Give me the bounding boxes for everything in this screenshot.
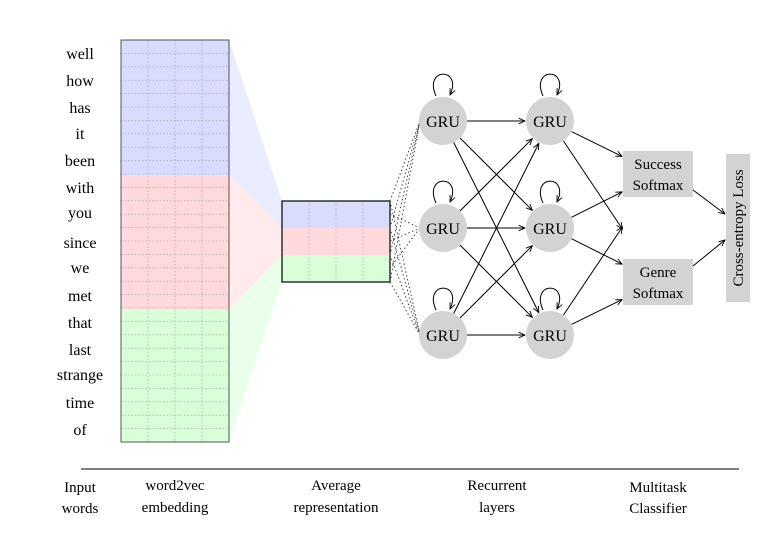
embedding-band-red bbox=[121, 175, 229, 309]
gru-node-circle bbox=[419, 311, 467, 359]
input-word: of bbox=[73, 422, 87, 439]
gru-to-genre-arrow bbox=[571, 238, 623, 264]
embedding-grid bbox=[121, 40, 229, 443]
gru-node: GRU bbox=[526, 97, 574, 145]
success-softmax-line2: Softmax bbox=[633, 178, 684, 194]
caption-classifier-line1: Multitask bbox=[629, 480, 687, 496]
gru-label: GRU bbox=[533, 221, 567, 238]
input-word: since bbox=[64, 235, 97, 252]
gru-node-circle bbox=[419, 97, 467, 145]
genre-to-loss-arrow bbox=[692, 240, 725, 267]
gru-node: GRU bbox=[526, 204, 574, 252]
caption-recurrent-line1: Recurrent bbox=[467, 478, 527, 494]
input-word: last bbox=[69, 342, 92, 359]
average-to-gru-connections bbox=[389, 120, 421, 336]
caption-average-line2: representation bbox=[294, 500, 379, 516]
input-word: we bbox=[71, 260, 90, 277]
gru-self-loop-arrow bbox=[540, 180, 559, 204]
genre-softmax-line1: Genre bbox=[640, 265, 677, 281]
input-word: has bbox=[69, 100, 90, 117]
captions: Input words word2vec embedding Average r… bbox=[62, 478, 688, 517]
gru-to-success-arrow bbox=[571, 192, 623, 218]
gru-connection-arrow bbox=[453, 143, 539, 314]
multitask-classifier: Success Softmax Genre Softmax Cross-entr… bbox=[623, 151, 750, 305]
gru-label: GRU bbox=[426, 221, 460, 238]
gru-connection-arrow bbox=[459, 246, 532, 319]
gru-label: GRU bbox=[533, 114, 567, 131]
success-softmax-line1: Success bbox=[634, 157, 682, 173]
average-grid bbox=[308, 201, 364, 282]
gru-node: GRU bbox=[526, 311, 574, 359]
gru-node: GRU bbox=[419, 204, 467, 252]
gru-self-loop-arrow bbox=[540, 287, 559, 311]
gru-node-circle bbox=[526, 204, 574, 252]
gru-label: GRU bbox=[426, 114, 460, 131]
projection-funnel-red bbox=[229, 175, 282, 309]
input-word: you bbox=[68, 205, 92, 222]
gru-self-loop-arrow bbox=[433, 180, 452, 204]
caption-average-line1: Average bbox=[311, 478, 361, 494]
caption-input-line1: Input bbox=[64, 480, 96, 496]
input-word: been bbox=[65, 153, 95, 170]
genre-softmax-box bbox=[623, 259, 693, 305]
input-word: strange bbox=[57, 367, 103, 384]
gru-self-loop-arrow bbox=[433, 287, 452, 311]
gru-node: GRU bbox=[419, 97, 467, 145]
input-word: it bbox=[76, 126, 85, 143]
input-word: with bbox=[66, 180, 94, 197]
word2vec-embedding-matrix bbox=[120, 39, 230, 443]
success-to-loss-arrow bbox=[692, 189, 725, 214]
embedding-frame bbox=[120, 39, 230, 443]
genre-softmax-line2: Softmax bbox=[633, 286, 684, 302]
gru-to-success-arrow bbox=[562, 227, 622, 316]
success-softmax-box bbox=[623, 151, 693, 197]
gru-node-circle bbox=[526, 97, 574, 145]
gru-to-genre-arrow bbox=[571, 300, 623, 325]
gru-label: GRU bbox=[426, 328, 460, 345]
caption-input-line2: words bbox=[62, 501, 99, 517]
gru-connection-arrow bbox=[459, 139, 532, 212]
loss-box bbox=[726, 154, 750, 302]
gru-node-circle bbox=[526, 311, 574, 359]
input-word: that bbox=[68, 315, 93, 332]
input-word: well bbox=[66, 46, 94, 63]
input-words: well how has it been with you since we met that las… bbox=[57, 46, 103, 439]
gru-self-loop-arrow bbox=[540, 73, 559, 97]
gru-to-success-arrow bbox=[571, 131, 623, 157]
gru-node-circle bbox=[419, 204, 467, 252]
input-word: how bbox=[66, 73, 94, 90]
gru-self-loop-arrow bbox=[433, 73, 452, 97]
gru-to-genre-arrow bbox=[562, 140, 622, 229]
loss-label: Cross-entropy Loss bbox=[731, 169, 747, 286]
projection-funnel-green bbox=[229, 255, 282, 442]
caption-recurrent-line2: layers bbox=[479, 500, 515, 516]
gru-node: GRU bbox=[419, 311, 467, 359]
average-representation bbox=[281, 200, 391, 283]
average-frame bbox=[281, 200, 391, 283]
input-word: met bbox=[68, 288, 93, 305]
projection-funnels bbox=[229, 40, 282, 442]
input-word: time bbox=[66, 395, 94, 412]
projection-funnel-blue bbox=[229, 40, 282, 228]
caption-embedding-line1: word2vec bbox=[145, 478, 204, 494]
caption-classifier-line2: Classifier bbox=[629, 501, 687, 517]
caption-embedding-line2: embedding bbox=[142, 500, 209, 516]
gru-label: GRU bbox=[533, 328, 567, 345]
gru-nodes: GRU GRU GRU GRU GRU GRU bbox=[419, 97, 574, 359]
gru-edges bbox=[433, 73, 623, 335]
